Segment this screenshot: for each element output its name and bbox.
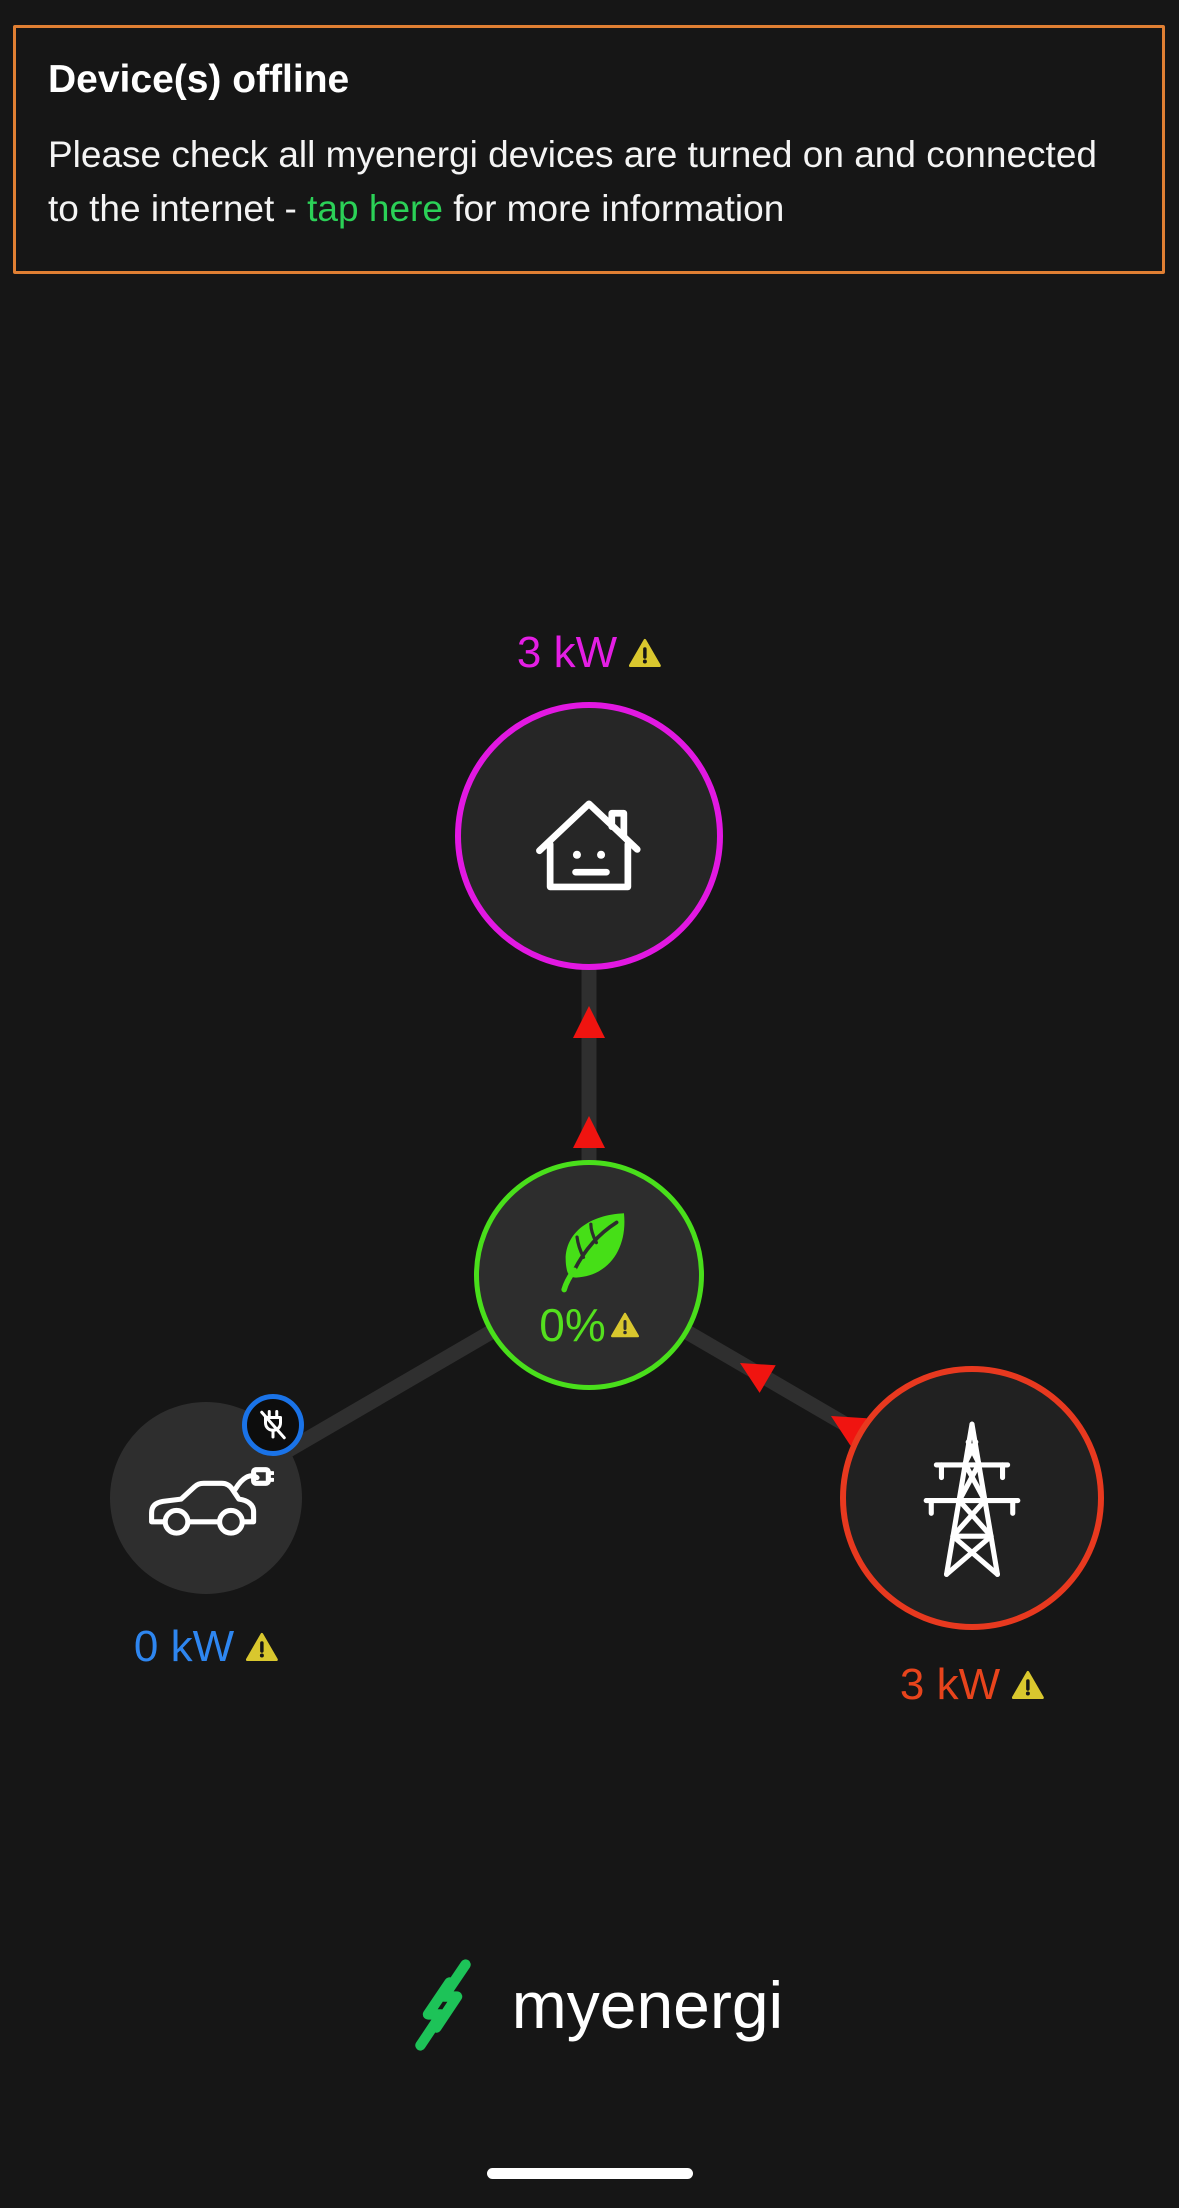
banner-text-after: for more information	[442, 187, 785, 229]
grid-power-value: 3 kW	[899, 1660, 1001, 1709]
house-power-value: 3 kW	[516, 628, 618, 677]
brand-footer: myenergi	[0, 1958, 1179, 2052]
warning-icon	[610, 1312, 639, 1338]
house-power-label: 3 kW	[516, 628, 662, 678]
myenergi-logo-icon	[415, 1959, 471, 2051]
eco-percent-label: 0%	[539, 1298, 639, 1352]
ev-car-icon	[149, 1467, 274, 1536]
warning-icon	[629, 639, 662, 668]
house-node[interactable]	[455, 702, 723, 970]
grid-power-label: 3 kW	[899, 1660, 1045, 1710]
car-node[interactable]	[110, 1394, 304, 1594]
banner-body: Please check all myenergi devices are tu…	[48, 128, 1130, 235]
offline-banner[interactable]: Device(s) offline Please check all myene…	[13, 25, 1165, 275]
warning-icon	[246, 1633, 279, 1661]
brand-name: myenergi	[511, 1968, 784, 2042]
tap-here-link[interactable]: tap here	[307, 187, 443, 229]
leaf-icon	[561, 1213, 625, 1293]
banner-text-before: Please check all myenergi devices are tu…	[48, 134, 1097, 229]
home-indicator[interactable]	[486, 2168, 693, 2179]
eco-node[interactable]: 0%	[474, 1160, 704, 1390]
house-icon	[536, 800, 641, 891]
flow-arrows	[573, 1006, 867, 1446]
car-power-label: 0 kW	[133, 1622, 279, 1672]
eco-percent-value: 0%	[539, 1299, 606, 1351]
car-power-value: 0 kW	[133, 1622, 235, 1671]
car-status-badge[interactable]	[242, 1394, 304, 1456]
pylon-icon	[923, 1421, 1021, 1577]
warning-icon	[1012, 1671, 1045, 1699]
grid-node[interactable]	[840, 1366, 1104, 1630]
plug-disconnected-icon	[260, 1410, 286, 1440]
banner-title: Device(s) offline	[48, 58, 350, 101]
